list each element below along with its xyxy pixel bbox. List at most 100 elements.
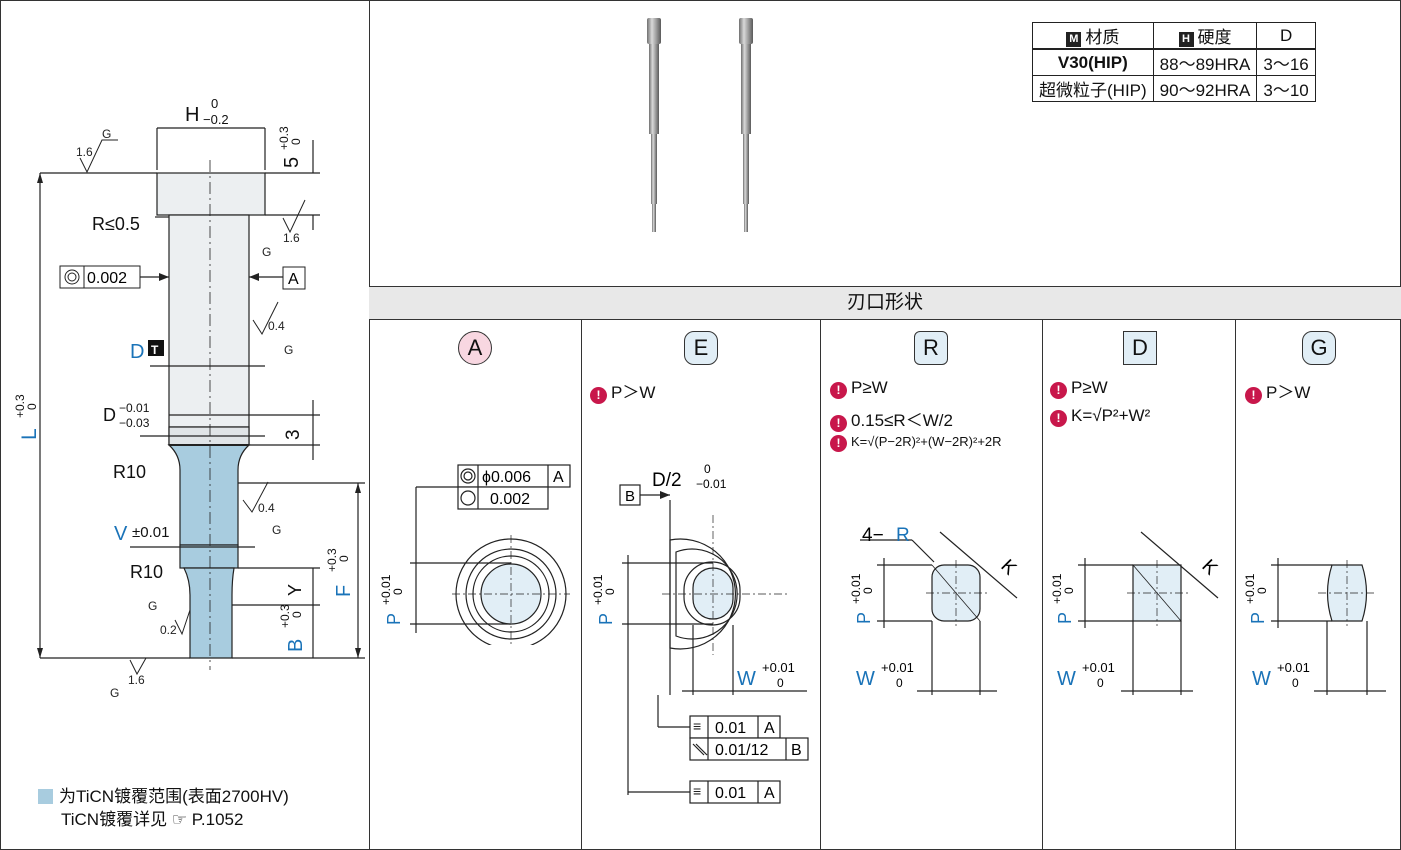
- material-badge: M: [1066, 32, 1082, 47]
- svg-text:5: 5: [281, 157, 303, 168]
- punch-tip: [183, 567, 235, 659]
- svg-text:R: R: [896, 525, 910, 546]
- b-label: B: [285, 639, 307, 652]
- svg-text:W: W: [856, 668, 875, 690]
- legend-line-1: 为TiCN镀覆范围(表面2700HV): [59, 787, 289, 806]
- shape-a-drawing: ϕ0.006 A 0.002 P +0.01 0: [379, 464, 571, 645]
- svg-text:4−: 4−: [862, 525, 884, 546]
- svg-text:0: 0: [1097, 676, 1104, 690]
- svg-text:A: A: [764, 720, 775, 737]
- svg-text:0: 0: [1292, 676, 1299, 690]
- svg-text:T: T: [151, 343, 159, 357]
- svg-text:P: P: [1248, 612, 1268, 624]
- coating-legend: 为TiCN镀覆范围(表面2700HV) TiCN镀覆详见 ☞ P.1052: [38, 785, 289, 831]
- svg-text:A: A: [288, 271, 299, 288]
- svg-text:−0.2: −0.2: [203, 112, 229, 127]
- svg-text:ϕ0.006: ϕ0.006: [482, 469, 531, 486]
- svg-text:A: A: [553, 469, 564, 486]
- h-label: H: [185, 104, 199, 126]
- product-photo: [647, 18, 753, 232]
- svg-text:G: G: [272, 523, 281, 537]
- svg-text:−0.01: −0.01: [696, 477, 727, 491]
- svg-text:0.002: 0.002: [87, 270, 127, 287]
- svg-text:P: P: [384, 613, 404, 625]
- svg-text:W: W: [1252, 668, 1271, 690]
- info-icon: !: [830, 382, 847, 399]
- shape-section-title: 刃口形状: [369, 286, 1401, 320]
- svg-text:+0.01: +0.01: [1243, 573, 1257, 604]
- svg-text:≡: ≡: [693, 718, 701, 734]
- svg-text:D: D: [103, 405, 116, 425]
- info-icon: !: [1050, 410, 1067, 427]
- svg-text:±0.01: ±0.01: [132, 524, 169, 541]
- svg-text:−0.01: −0.01: [119, 401, 150, 415]
- svg-text:+0.01: +0.01: [881, 660, 914, 675]
- svg-text:0: 0: [777, 676, 784, 690]
- svg-text:3: 3: [283, 429, 304, 440]
- legend-line-2: TiCN镀覆详见 ☞ P.1052: [61, 810, 244, 829]
- svg-text:G: G: [284, 343, 293, 357]
- svg-text:+0.01: +0.01: [591, 574, 605, 605]
- svg-text:+0.01: +0.01: [1082, 660, 1115, 675]
- svg-text:R10: R10: [130, 562, 163, 582]
- svg-text:G: G: [102, 127, 111, 141]
- svg-text:0.002: 0.002: [490, 491, 530, 508]
- svg-text:0: 0: [289, 138, 303, 145]
- shape-letter-r: R: [914, 331, 948, 365]
- shape-r-drawing: 4− R K P +0.01 0 W +0.01 0: [849, 525, 1021, 695]
- punch-head: [156, 172, 266, 216]
- material-name: 超微粒子(HIP): [1032, 75, 1154, 102]
- column-divider: [1042, 320, 1043, 850]
- coating-swatch: [38, 789, 53, 804]
- svg-text:+0.3: +0.3: [325, 548, 339, 572]
- svg-text:+0.3: +0.3: [277, 126, 291, 150]
- svg-text:+0.01: +0.01: [1050, 573, 1064, 604]
- svg-text:0: 0: [1255, 587, 1269, 594]
- info-icon: !: [590, 387, 607, 404]
- shape-letter-e: E: [684, 331, 718, 365]
- svg-text:0.2: 0.2: [160, 623, 177, 637]
- svg-text:0: 0: [861, 587, 875, 594]
- info-icon: !: [830, 415, 847, 432]
- punch-body: [168, 214, 250, 446]
- note-d-1: !P≥W: [1050, 378, 1108, 399]
- svg-text:0.01: 0.01: [715, 785, 746, 802]
- shape-letter-a: A: [458, 331, 492, 365]
- svg-text:G: G: [148, 599, 157, 613]
- svg-text:≡: ≡: [693, 783, 701, 799]
- column-divider: [581, 320, 582, 850]
- note-r-1: !P≥W: [830, 378, 888, 399]
- svg-text:1.6: 1.6: [128, 673, 145, 687]
- d-range: 3～10: [1256, 75, 1316, 102]
- note-g-1: !P＞W: [1245, 378, 1310, 404]
- header-d: D: [1256, 22, 1316, 50]
- svg-text:A: A: [764, 785, 775, 802]
- svg-text:0: 0: [603, 588, 617, 595]
- svg-text:K: K: [1197, 556, 1221, 580]
- svg-text:W: W: [737, 668, 756, 690]
- info-icon: !: [1245, 387, 1262, 404]
- punch-neck: [179, 544, 239, 569]
- svg-text:−0.03: −0.03: [119, 416, 150, 430]
- svg-text:0: 0: [25, 403, 39, 410]
- note-d-2: !K=√P²+W²: [1050, 406, 1150, 427]
- svg-text:+0.01: +0.01: [379, 574, 393, 605]
- svg-text:W: W: [1057, 668, 1076, 690]
- column-divider: [820, 320, 821, 850]
- info-icon: !: [830, 435, 847, 452]
- d-badge: [148, 340, 164, 356]
- svg-text:0: 0: [1062, 587, 1076, 594]
- svg-text:G: G: [110, 686, 119, 700]
- svg-text:0: 0: [211, 96, 218, 111]
- svg-text:R10: R10: [113, 462, 146, 482]
- svg-text:0.4: 0.4: [268, 319, 285, 333]
- d-label: D: [130, 341, 144, 363]
- svg-text:+0.3: +0.3: [13, 394, 27, 418]
- svg-text:0: 0: [896, 676, 903, 690]
- svg-text:+0.01: +0.01: [849, 573, 863, 604]
- hardness-value: 88～89HRA: [1152, 48, 1258, 76]
- punch-drawing: 1.6 G 1.6 G 0.4 G 0.4 G 0.2 G 1.6 G H 0 …: [13, 96, 365, 700]
- svg-text:B: B: [791, 742, 802, 759]
- note-r-2: !0.15≤R＜W/2: [830, 406, 953, 432]
